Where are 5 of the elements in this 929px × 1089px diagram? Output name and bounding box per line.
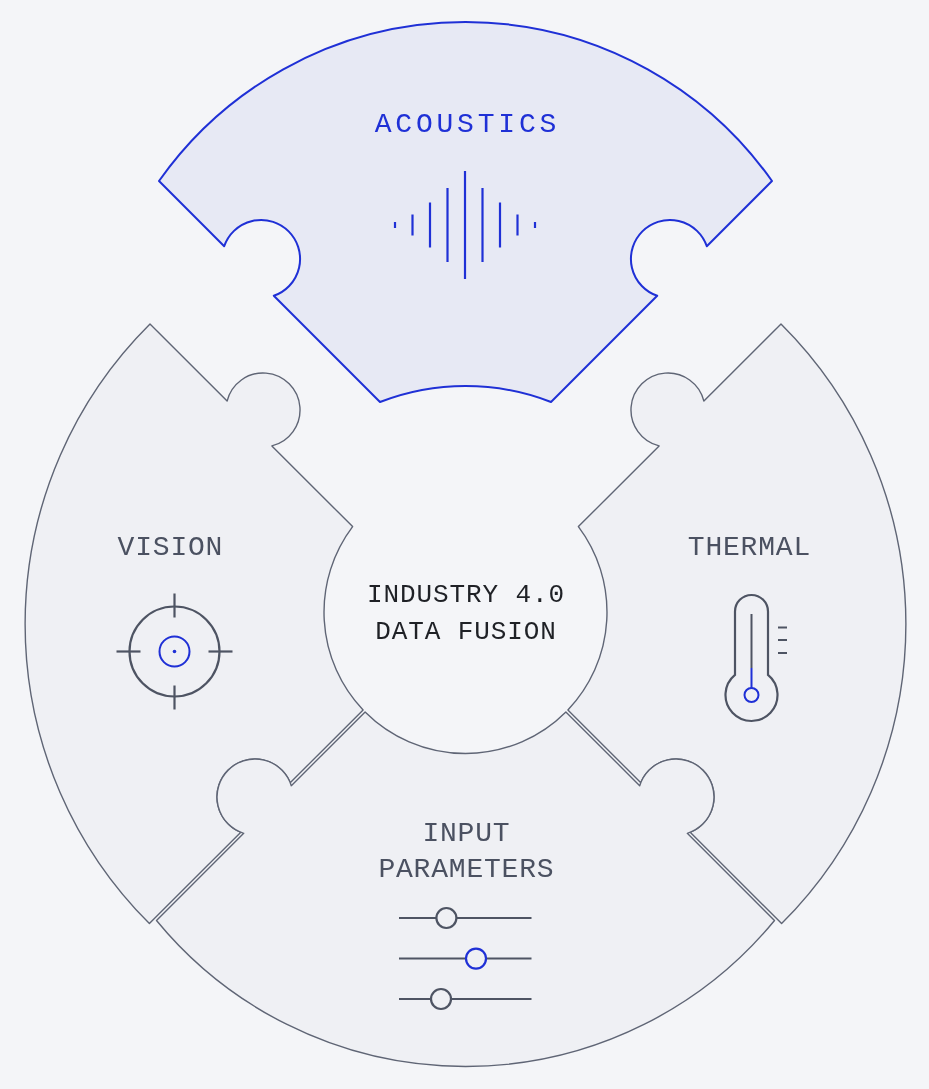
piece-title: THERMAL [687,531,811,565]
piece-title: VISION [116,531,224,565]
piece-title: INPUT PARAMETERS [377,817,556,887]
piece-title: ACOUSTICS [373,108,561,142]
hub-title: INDUSTRY 4.0 DATA FUSION [362,576,569,651]
